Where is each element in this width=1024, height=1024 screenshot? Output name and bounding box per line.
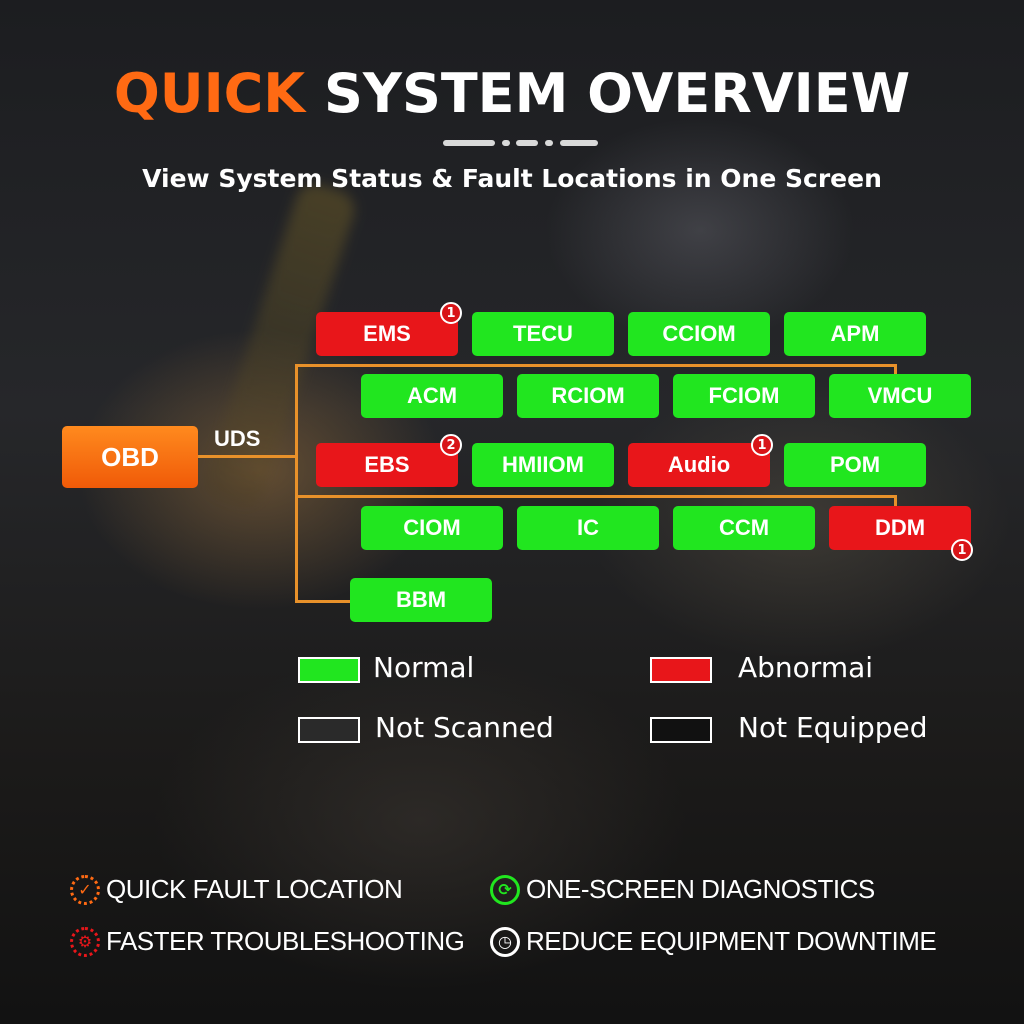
module-audio[interactable]: Audio bbox=[628, 443, 770, 487]
title-underline-decoration bbox=[502, 140, 510, 146]
feature-label: FASTER TROUBLESHOOTING bbox=[106, 926, 465, 956]
fault-count-badge: 1 bbox=[440, 302, 462, 324]
connector-bbm bbox=[295, 600, 351, 603]
feature-label: QUICK FAULT LOCATION bbox=[106, 874, 403, 904]
gear-check-icon: ✓ bbox=[70, 874, 100, 905]
feature-label: REDUCE EQUIPMENT DOWNTIME bbox=[526, 926, 937, 956]
legend-label-abnormal: Abnormai bbox=[738, 651, 874, 684]
title-underline-decoration bbox=[545, 140, 553, 146]
connector-group-2 bbox=[295, 495, 895, 498]
connector-stub bbox=[894, 364, 897, 374]
fault-count-badge: 2 bbox=[440, 434, 462, 456]
module-bbm[interactable]: BBM bbox=[350, 578, 492, 622]
legend-label-not-equipped: Not Equipped bbox=[738, 711, 928, 744]
module-ic[interactable]: IC bbox=[517, 506, 659, 550]
module-apm[interactable]: APM bbox=[784, 312, 926, 356]
connector-group-1 bbox=[295, 364, 895, 367]
module-ddm[interactable]: DDM bbox=[829, 506, 971, 550]
module-ebs[interactable]: EBS bbox=[316, 443, 458, 487]
module-vmcu[interactable]: VMCU bbox=[829, 374, 971, 418]
page-subtitle: View System Status & Fault Locations in … bbox=[142, 164, 882, 193]
module-pom[interactable]: POM bbox=[784, 443, 926, 487]
legend-swatch-not-equipped bbox=[650, 717, 712, 743]
connector-obd bbox=[198, 455, 296, 458]
title-rest: SYSTEM OVERVIEW bbox=[305, 62, 911, 125]
connector-trunk bbox=[295, 364, 298, 602]
module-acm[interactable]: ACM bbox=[361, 374, 503, 418]
module-tecu[interactable]: TECU bbox=[472, 312, 614, 356]
legend-swatch-not-scanned bbox=[298, 717, 360, 743]
fault-count-badge: 1 bbox=[751, 434, 773, 456]
title-underline-decoration bbox=[443, 140, 495, 146]
title-underline-decoration bbox=[560, 140, 598, 146]
page-title: QUICK SYSTEM OVERVIEW bbox=[0, 62, 1024, 125]
feature-reduce-equipment-downtime: ◷ REDUCE EQUIPMENT DOWNTIME bbox=[490, 926, 937, 957]
feature-quick-fault-location: ✓ QUICK FAULT LOCATION bbox=[70, 874, 403, 905]
module-fciom[interactable]: FCIOM bbox=[673, 374, 815, 418]
fault-count-badge: 1 bbox=[951, 539, 973, 561]
legend-label-not-scanned: Not Scanned bbox=[375, 711, 554, 744]
title-accent: QUICK bbox=[113, 62, 306, 125]
module-ems[interactable]: EMS bbox=[316, 312, 458, 356]
feature-one-screen-diagnostics: ⟳ ONE-SCREEN DIAGNOSTICS bbox=[490, 874, 875, 905]
cycle-icon: ⟳ bbox=[490, 874, 520, 905]
protocol-label: UDS bbox=[214, 426, 261, 451]
module-ccm[interactable]: CCM bbox=[673, 506, 815, 550]
feature-label: ONE-SCREEN DIAGNOSTICS bbox=[526, 874, 875, 904]
gear-icon: ⚙ bbox=[70, 926, 100, 957]
module-cciom[interactable]: CCIOM bbox=[628, 312, 770, 356]
legend-label-normal: Normal bbox=[373, 651, 475, 684]
obd-node: OBD bbox=[62, 426, 198, 488]
legend-swatch-normal bbox=[298, 657, 360, 683]
module-hmiiom[interactable]: HMIIOM bbox=[472, 443, 614, 487]
title-underline-decoration bbox=[516, 140, 538, 146]
legend-swatch-abnormal bbox=[650, 657, 712, 683]
clock-gear-icon: ◷ bbox=[490, 926, 520, 957]
connector-stub bbox=[894, 495, 897, 507]
feature-faster-troubleshooting: ⚙ FASTER TROUBLESHOOTING bbox=[70, 926, 465, 957]
module-ciom[interactable]: CIOM bbox=[361, 506, 503, 550]
module-rciom[interactable]: RCIOM bbox=[517, 374, 659, 418]
